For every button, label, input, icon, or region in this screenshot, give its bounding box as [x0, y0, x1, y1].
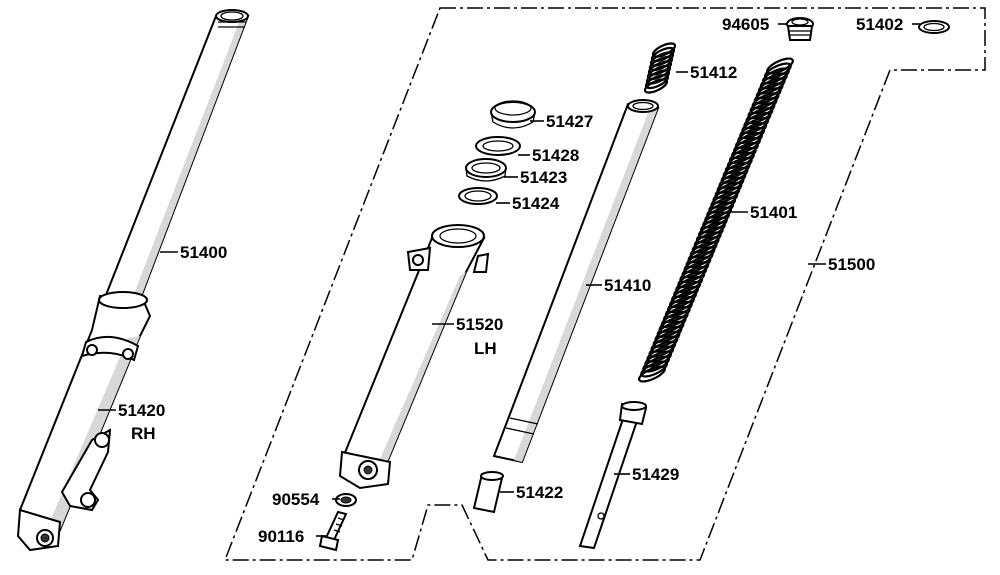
part-51420-outer-tube-rh[interactable]: [16, 291, 152, 552]
part-51402-o-ring[interactable]: [918, 20, 950, 34]
part-51422-bush[interactable]: [472, 471, 504, 514]
label-51520: 51520: [456, 315, 503, 334]
assembly-boundary-51500: [223, 7, 986, 561]
label-51427: 51427: [546, 112, 593, 131]
part-51424-washer[interactable]: [458, 187, 498, 205]
label-51423: 51423: [520, 168, 567, 187]
part-51423-oil-seal[interactable]: [465, 158, 507, 182]
label-51520-side: LH: [474, 339, 497, 358]
label-51400: 51400: [180, 243, 227, 262]
label-51420: 51420: [118, 401, 165, 420]
label-51412: 51412: [690, 63, 737, 82]
part-51412-spacer-spring[interactable]: [643, 41, 677, 95]
part-51428-retaining-clip[interactable]: [475, 136, 521, 156]
label-51420-side: RH: [131, 424, 156, 443]
part-90116-bolt[interactable]: [318, 510, 348, 552]
label-90116: 90116: [258, 527, 304, 546]
part-51520-outer-tube-lh[interactable]: [338, 224, 490, 490]
label-51500: 51500: [828, 255, 875, 274]
part-51429-damper-rod[interactable]: [578, 401, 648, 550]
label-90554: 90554: [272, 490, 320, 509]
part-51401-fork-spring[interactable]: [637, 56, 795, 385]
part-94605-cap-bolt[interactable]: [786, 17, 814, 41]
label-94605: 94605: [722, 15, 769, 34]
part-51427-dust-seal[interactable]: [490, 100, 536, 129]
label-51402: 51402: [856, 15, 903, 34]
label-51410: 51410: [604, 276, 651, 295]
label-51429: 51429: [632, 465, 679, 484]
label-51401: 51401: [750, 203, 797, 222]
label-51428: 51428: [532, 146, 579, 165]
label-51422: 51422: [516, 483, 563, 502]
label-51424: 51424: [512, 194, 560, 213]
part-90554-washer[interactable]: [335, 493, 357, 507]
leader-lines: [98, 23, 920, 537]
